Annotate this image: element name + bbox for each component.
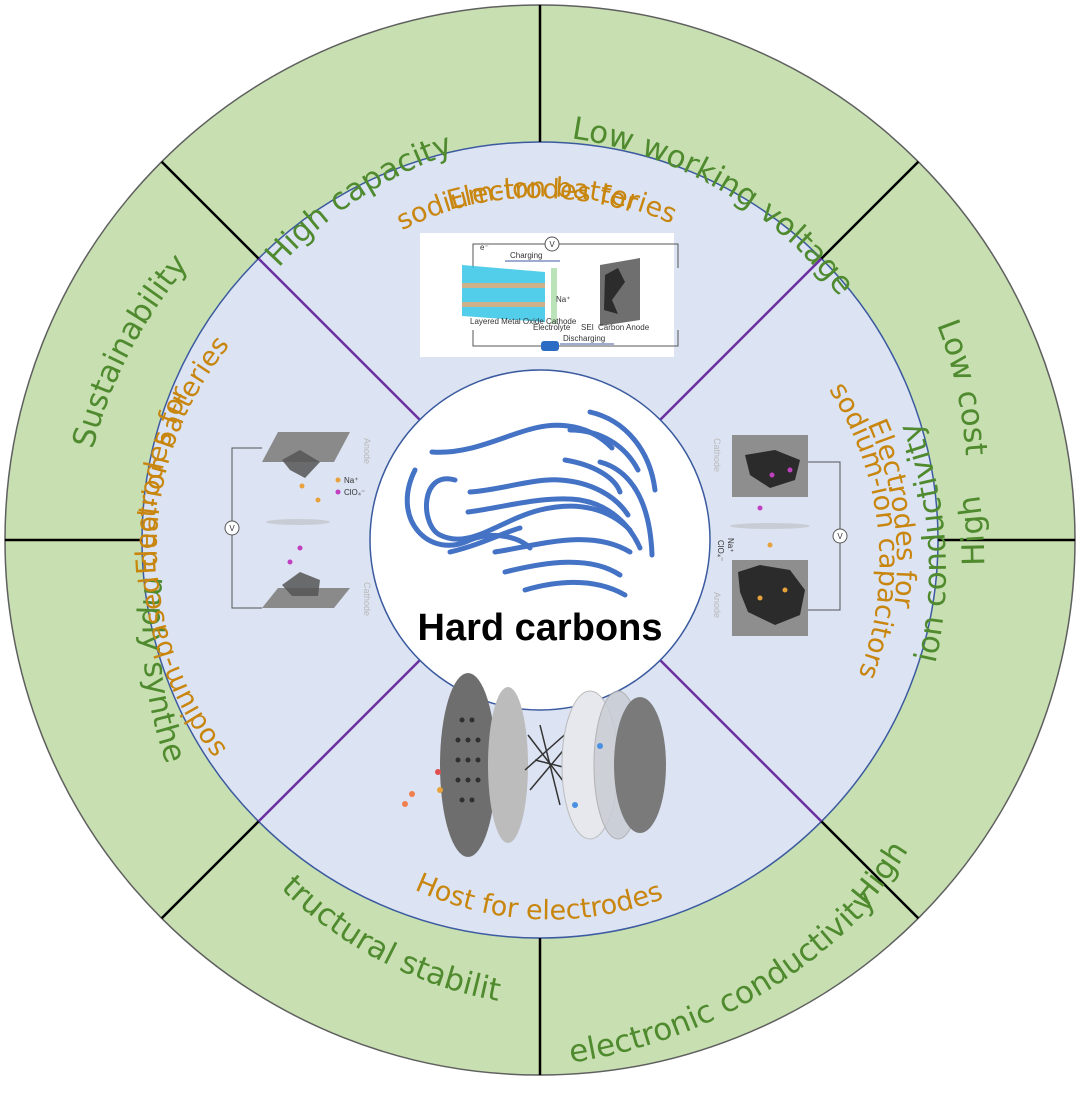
voltmeter-icon: [544, 236, 560, 252]
svg-text:V: V: [229, 524, 235, 533]
svg-text:Carbon Anode: Carbon Anode: [598, 323, 650, 332]
svg-text:Discharging: Discharging: [563, 334, 605, 343]
voltmeter-icon: [832, 528, 848, 544]
svg-text:ClO₄⁻: ClO₄⁻: [716, 540, 725, 561]
svg-text:Anode: Anode: [712, 592, 722, 618]
voltmeter-icon: [224, 520, 240, 536]
svg-text:Cathode: Cathode: [362, 582, 372, 616]
svg-text:e⁻: e⁻: [480, 243, 489, 252]
svg-text:Cathode: Cathode: [712, 438, 722, 472]
anode-plate-icon: [262, 432, 350, 462]
svg-text:V: V: [837, 532, 843, 541]
separator-icon: [551, 268, 557, 324]
separator-icon: [730, 523, 810, 529]
svg-text:Anode: Anode: [362, 438, 372, 464]
carbon-anode-icon: [600, 258, 640, 326]
svg-text:ClO₄⁻: ClO₄⁻: [344, 488, 365, 497]
cathode-plate-icon: [262, 588, 350, 608]
property-high-ion-conductivity-line1: High: [951, 494, 992, 567]
outer-dividers: [5, 5, 1075, 1075]
inner-dividers: [257, 257, 823, 823]
carbon-structure-icon: [404, 409, 658, 598]
svg-text:Layered Metal Oxide Cathode: Layered Metal Oxide Cathode: [470, 317, 577, 326]
active-layer-icon: [488, 687, 528, 843]
svg-text:Electrolyte: Electrolyte: [533, 323, 571, 332]
svg-text:Na⁺: Na⁺: [556, 295, 570, 304]
layered-oxide-cathode-icon: [462, 265, 545, 322]
svg-text:Na⁺: Na⁺: [344, 476, 358, 485]
sodium-ion-battery-illustration: V e⁻ Charging Na⁺ Layered Metal Oxide Ca…: [420, 233, 679, 357]
svg-text:Na⁺: Na⁺: [726, 538, 735, 552]
current-collector-icon: [440, 673, 496, 857]
separator-icon: [266, 519, 330, 525]
svg-text:SEI: SEI: [581, 323, 594, 332]
svg-text:Charging: Charging: [510, 251, 542, 260]
electrode-disc-icon: [614, 697, 666, 833]
car-icon: [541, 341, 559, 351]
host-electrodes-illustration: [402, 673, 666, 857]
svg-text:V: V: [549, 240, 555, 249]
center-title: Hard carbons: [418, 607, 663, 649]
dual-ion-battery-illustration: V Na⁺ ClO₄⁻ Anode Cathode: [224, 432, 372, 616]
sodium-ion-capacitor-illustration: V Na⁺ ClO₄⁻ Cathode Anode: [712, 435, 848, 636]
center-circle: [369, 369, 711, 711]
